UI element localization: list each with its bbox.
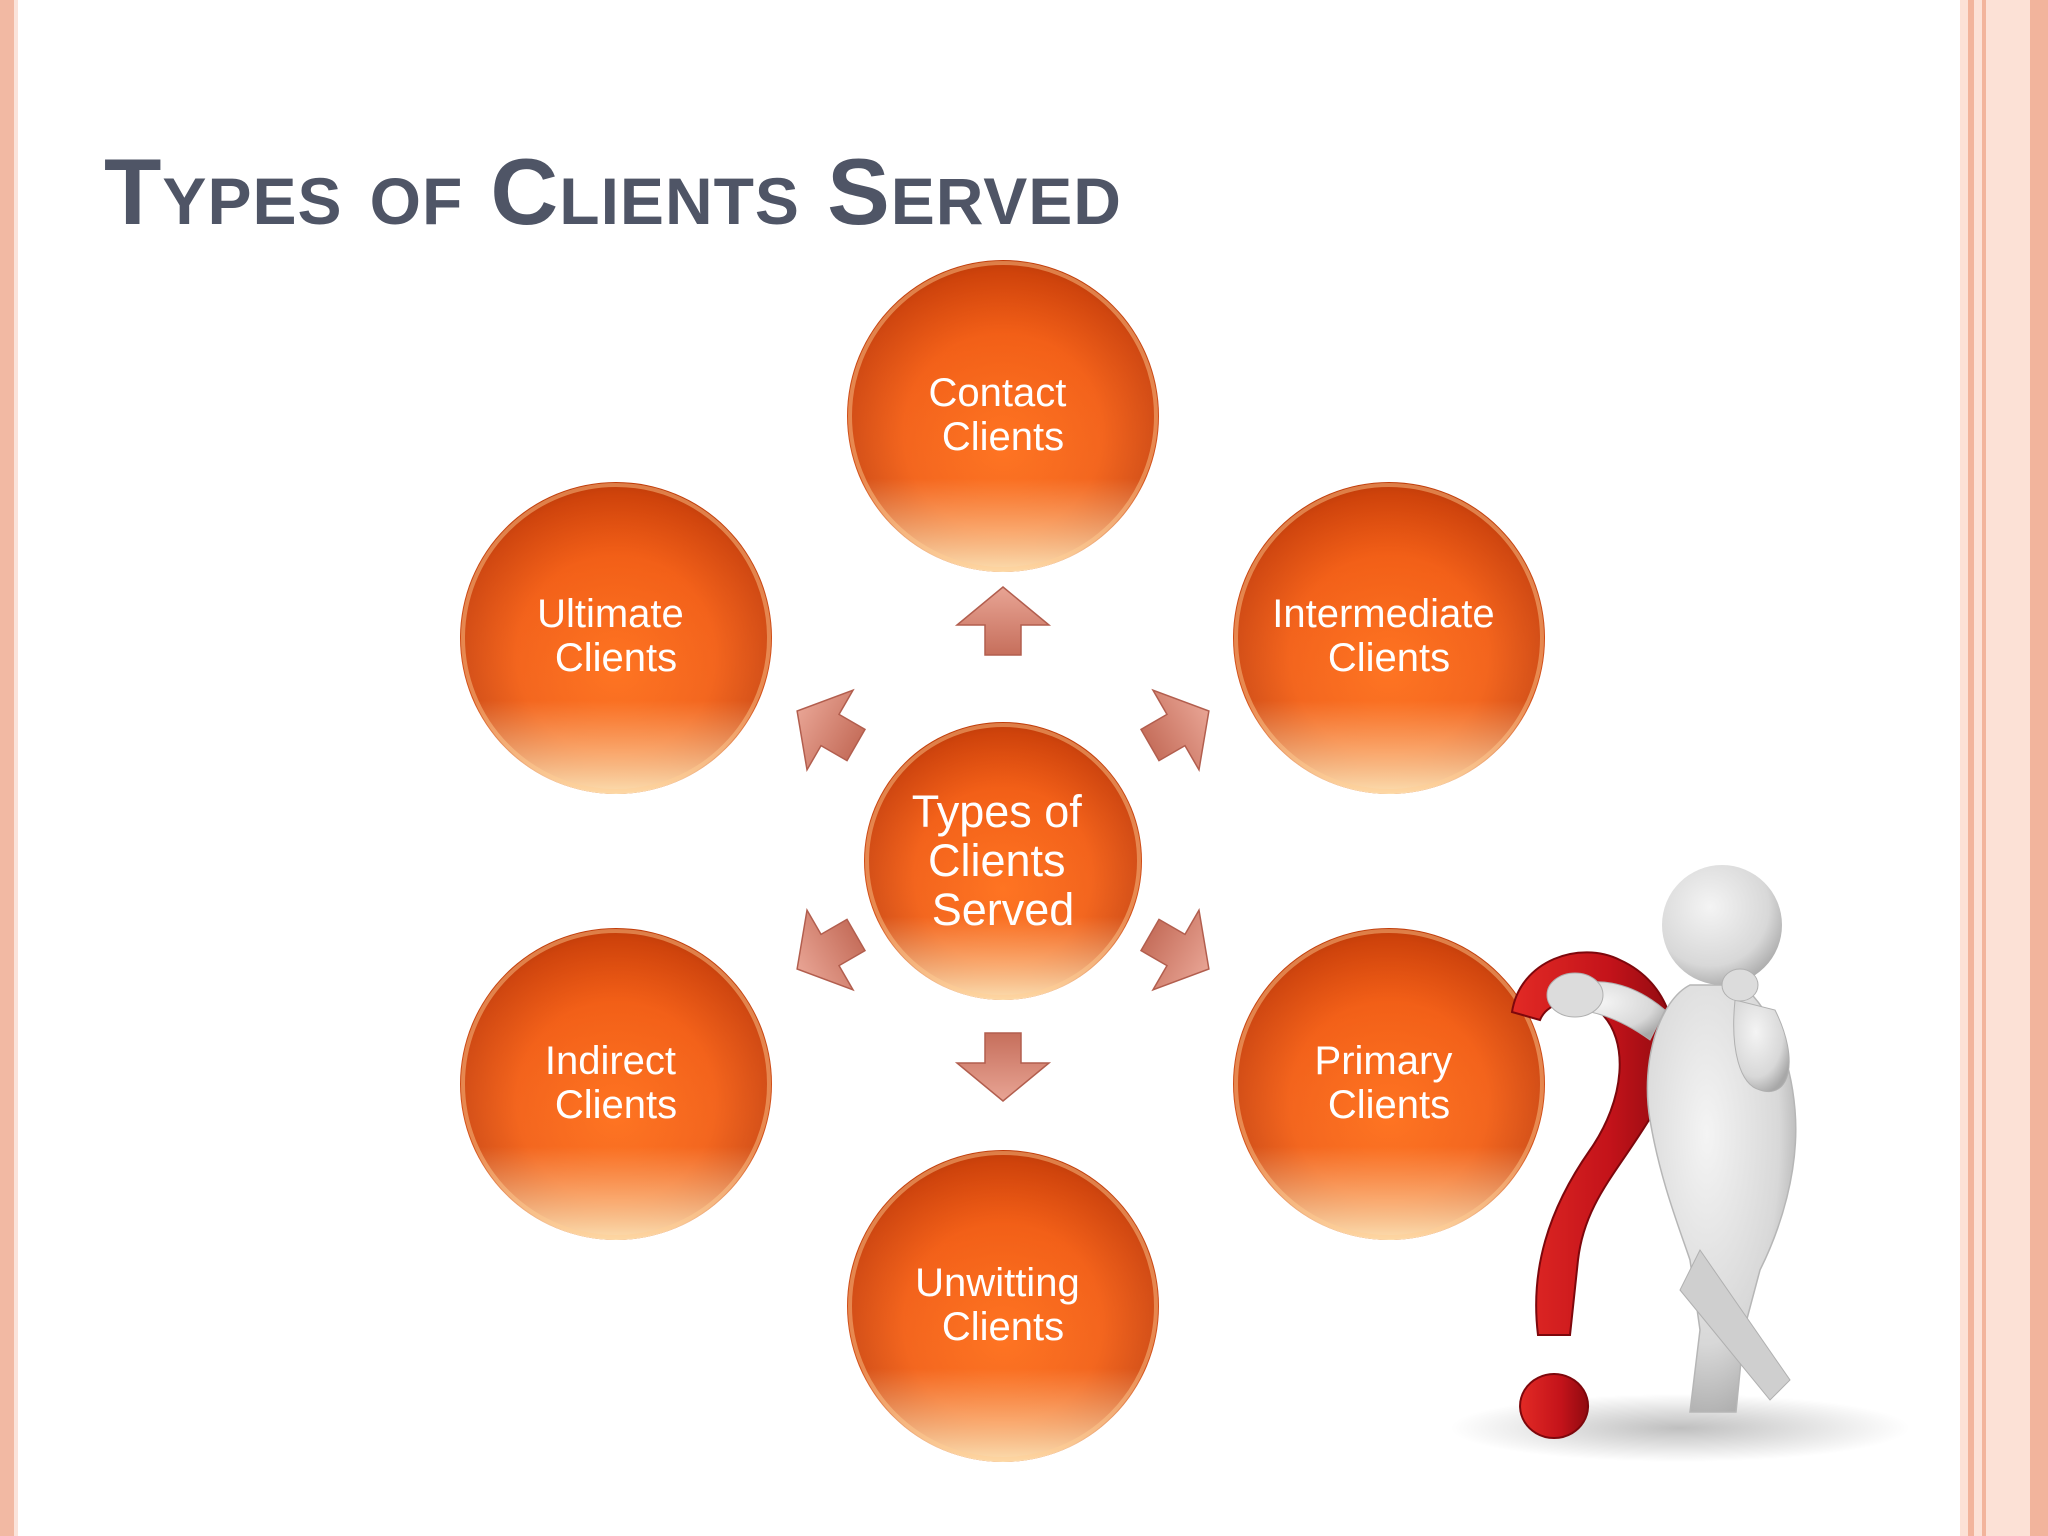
arrow-down — [954, 1032, 1052, 1102]
node-label-primary: Primary Clients — [1315, 1039, 1464, 1127]
arrow-up — [954, 586, 1052, 656]
figure-person-icon — [1546, 865, 1797, 1413]
arrow-upper-right — [1139, 688, 1210, 773]
node-unwitting-clients: Unwitting Clients — [847, 1150, 1159, 1462]
node-label-ultimate: Ultimate Clients — [537, 592, 695, 680]
node-label-indirect: Indirect Clients — [545, 1039, 687, 1127]
arrow-lower-left — [796, 907, 867, 992]
question-mark-icon — [1510, 951, 1675, 1439]
slide-title: Types of Clients Served — [104, 139, 1122, 244]
node-indirect-clients: Indirect Clients — [460, 928, 772, 1240]
node-ultimate-clients: Ultimate Clients — [460, 482, 772, 794]
arrows — [796, 586, 1210, 1102]
arrow-lower-right — [1139, 907, 1210, 992]
node-contact-clients: Contact Clients — [847, 260, 1159, 572]
node-label-contact: Contact Clients — [929, 371, 1078, 459]
node-center-types-of-clients-served: Types of Clients Served — [864, 722, 1142, 1000]
center-label: Types of Clients Served — [912, 786, 1095, 935]
node-label-unwitting: Unwitting Clients — [915, 1261, 1091, 1349]
arrow-upper-left — [796, 688, 867, 773]
thinking-figure-illustration — [1450, 865, 1910, 1462]
node-label-intermediate: Intermediate Clients — [1272, 592, 1505, 680]
node-intermediate-clients: Intermediate Clients — [1233, 482, 1545, 794]
slide-border-right — [1960, 0, 2048, 1536]
slide-border-left — [0, 0, 18, 1536]
node-primary-clients: Primary Clients — [1233, 928, 1545, 1240]
